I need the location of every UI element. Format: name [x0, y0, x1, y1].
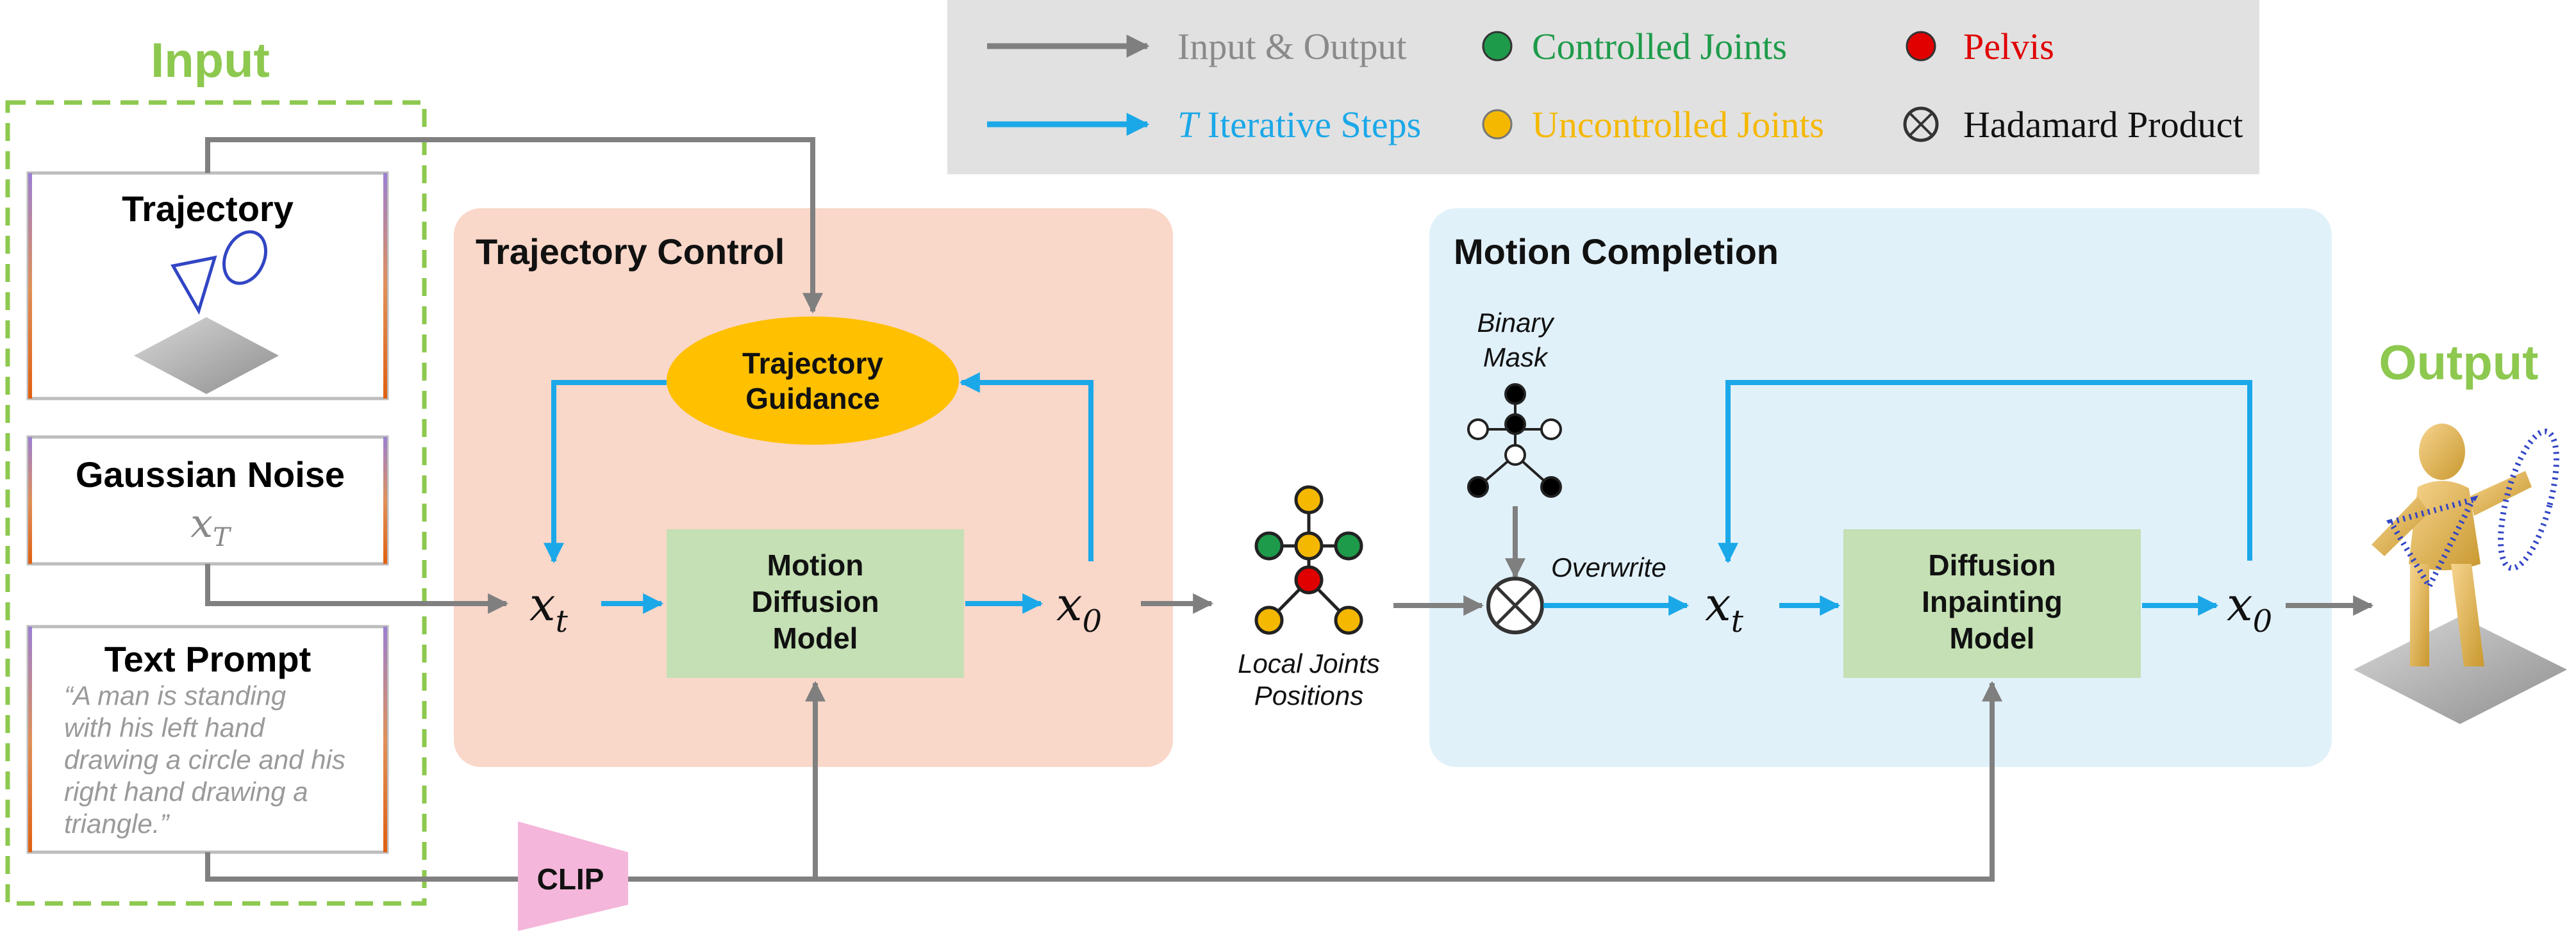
output-human-figure [2354, 424, 2567, 724]
diffusion-inpainting-model-node [1843, 529, 2141, 678]
motion-diffusion-line2: Diffusion [751, 585, 879, 618]
trajectory-guidance-node [667, 317, 959, 445]
svg-text:drawing a circle and his: drawing a circle and his [64, 745, 345, 775]
hadamard-node-icon [1486, 577, 1544, 634]
mc-x0-to-xt-loop-arrow [1718, 380, 2252, 564]
gaussian-noise-card: Gaussian Noise xT [26, 435, 389, 566]
noise-symbol: xT [190, 500, 232, 552]
legend-hadamard-product: Hadamard Product [1963, 104, 2243, 145]
svg-text:“A man is standing: “A man is standing [64, 680, 286, 711]
trajectory-control-panel [454, 208, 1173, 767]
clip-encoder-node [518, 821, 628, 931]
mc-xt-symbol: xt [1705, 577, 1744, 639]
trajectory-control-title: Trajectory Control [476, 231, 785, 272]
local-joints-line2: Positions [1254, 680, 1363, 711]
svg-text:triangle.”: triangle.” [64, 809, 170, 839]
tc-x0-symbol: x0 [1056, 577, 1102, 639]
trajectory-card: Trajectory [26, 171, 389, 400]
clip-label: CLIP [537, 862, 604, 896]
circle-path-icon [222, 230, 267, 285]
diffusion-inpainting-line3: Model [1950, 622, 2035, 655]
binary-mask-skeleton-icon [1467, 383, 1562, 498]
legend-hadamard-icon [1903, 106, 1939, 142]
input-label: Input [151, 33, 270, 88]
legend: Input & Output Controlled Joints Pelvis … [947, 0, 2259, 174]
output-label: Output [2379, 336, 2538, 390]
motion-diffusion-model-node [667, 529, 964, 678]
trajectory-guidance-line2: Guidance [745, 382, 880, 415]
binary-mask-line2: Mask [1483, 342, 1549, 372]
legend-uncontrolled-joints: Uncontrolled Joints [1532, 104, 1824, 145]
legend-background [947, 0, 2259, 174]
tc-guidance-to-xt-arrow [544, 380, 667, 564]
triangle-path-icon [170, 255, 217, 315]
legend-controlled-joints: Controlled Joints [1532, 26, 1787, 67]
prompt-text: “A man is standing with his left hand dr… [64, 680, 345, 839]
legend-controlled-dot [1482, 31, 1513, 62]
trajectory-title: Trajectory [122, 188, 294, 229]
local-joints-line1: Local Joints [1238, 648, 1380, 679]
text-prompt-card: Text Prompt “A man is standing with his … [26, 625, 389, 854]
trajectory-to-guidance-arrow [205, 137, 823, 314]
clip-to-inpainting-arrow [628, 680, 2002, 882]
trajectory-guidance-line1: Trajectory [742, 347, 883, 380]
binary-mask-line1: Binary [1477, 308, 1555, 338]
motion-diffusion-line1: Motion [767, 548, 864, 582]
noise-to-xt-arrow [205, 564, 509, 614]
diffusion-inpainting-line2: Inpainting [1922, 585, 2063, 618]
legend-input-output: Input & Output [1177, 26, 1407, 67]
overwrite-label: Overwrite [1551, 552, 1666, 582]
motion-completion-title: Motion Completion [1454, 231, 1779, 272]
motion-completion-panel [1429, 208, 2332, 767]
gaussian-noise-title: Gaussian Noise [76, 454, 345, 495]
tc-x0-to-guidance-arrow [959, 372, 1093, 561]
svg-text:with his left hand: with his left hand [64, 713, 265, 743]
prompt-to-clip-line [205, 852, 518, 882]
diffusion-inpainting-line1: Diffusion [1928, 548, 2056, 582]
svg-text:right hand drawing a: right hand drawing a [64, 777, 308, 807]
tc-xt-symbol: xt [529, 577, 569, 639]
mc-x0-symbol: x0 [2227, 577, 2272, 639]
text-prompt-title: Text Prompt [104, 639, 312, 679]
local-joints-skeleton-icon [1254, 485, 1363, 635]
trajectory-floor-icon [134, 317, 279, 394]
legend-pelvis: Pelvis [1963, 26, 2054, 67]
motion-diffusion-line3: Model [773, 622, 858, 655]
legend-uncontrolled-dot [1482, 109, 1513, 140]
input-dashed-frame [5, 100, 427, 906]
legend-iterative-steps: T Iterative Steps [1177, 104, 1421, 145]
legend-pelvis-dot [1906, 31, 1936, 62]
